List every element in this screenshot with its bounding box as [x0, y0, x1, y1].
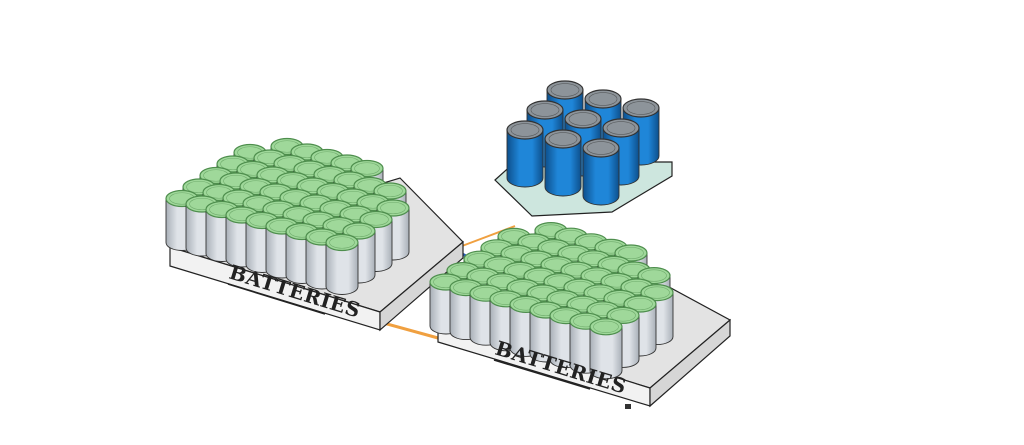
left-battery-tray: BATTERIES — [165, 137, 464, 332]
capacitor-group — [506, 80, 660, 206]
right-battery-tray: BATTERIES — [429, 222, 732, 409]
left-label-underline — [227, 283, 326, 315]
left-cell-group — [165, 137, 410, 295]
right-tray-side — [649, 318, 731, 408]
capacitor — [544, 129, 582, 197]
right-label-underline — [493, 359, 591, 390]
capacitor — [506, 120, 544, 188]
capacitor-module — [494, 80, 673, 217]
left-tray-side — [379, 240, 464, 332]
capacitor — [582, 138, 620, 206]
battery-cell — [589, 318, 623, 380]
right-cell-group — [429, 222, 674, 380]
right-tray-foot — [625, 404, 631, 409]
battery-cell — [325, 233, 359, 295]
orange-wire — [379, 320, 439, 340]
